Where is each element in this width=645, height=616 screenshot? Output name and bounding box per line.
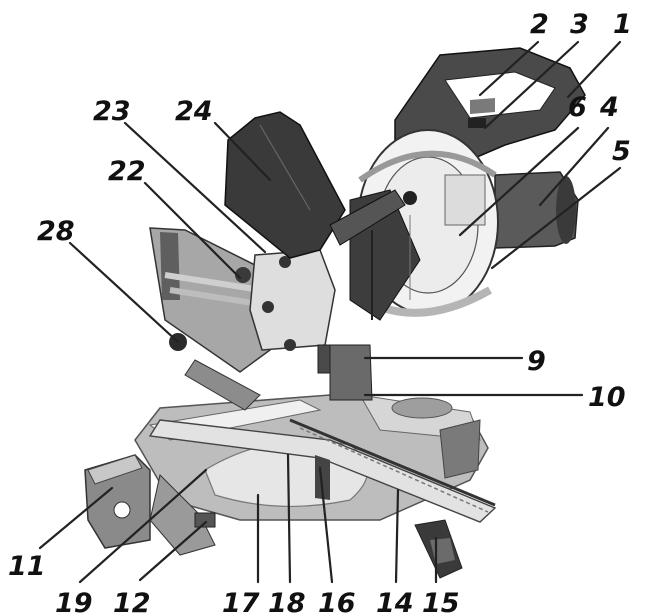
callout-6: 6 [568,92,587,123]
callout-23: 23 [93,96,131,127]
leader-24 [213,121,272,182]
leader-23 [123,121,267,254]
leader-6 [458,126,580,237]
leader-11 [38,486,114,550]
leader-22 [143,181,242,280]
blade-guard [349,129,499,321]
extension-wing-right-lever [414,519,463,579]
callout-22: 22 [108,156,146,187]
callout-2: 2 [530,9,549,40]
callout-5: 5 [612,136,631,167]
callout-14: 14 [376,588,414,616]
leader-16 [318,466,334,584]
leader-1 [566,40,622,99]
callout-3: 3 [570,9,589,40]
callout-18: 18 [268,588,306,616]
callout-15: 15 [422,588,460,616]
callout-24: 24 [175,96,213,127]
callout-4: 4 [599,92,619,123]
leader-19 [78,468,208,584]
extension-wing-left [84,454,151,549]
leader-2 [478,40,540,97]
callout-10: 10 [588,382,626,413]
callout-labels: 1 2 3 4 5 6 9 10 11 12 14 15 16 17 18 19… [8,9,632,616]
callout-9: 9 [527,346,546,377]
callout-19: 19 [55,588,93,616]
leader-18 [286,453,292,584]
fence-rail [148,418,497,556]
callout-16: 16 [318,588,356,616]
callout-12: 12 [113,588,151,616]
leader-28 [68,241,180,344]
saw-illustration [84,47,586,579]
leader-4 [538,126,610,207]
leader-12 [138,520,208,582]
leader-5 [490,166,622,270]
callout-28: 28 [37,216,75,247]
pivot-arm [329,189,406,401]
callout-11: 11 [8,551,46,582]
callout-1: 1 [613,9,632,40]
dust-bag [224,111,346,259]
leader-14 [394,488,400,584]
leader-3 [483,40,580,130]
callout-17: 17 [222,588,260,616]
leader-lines [38,40,622,584]
